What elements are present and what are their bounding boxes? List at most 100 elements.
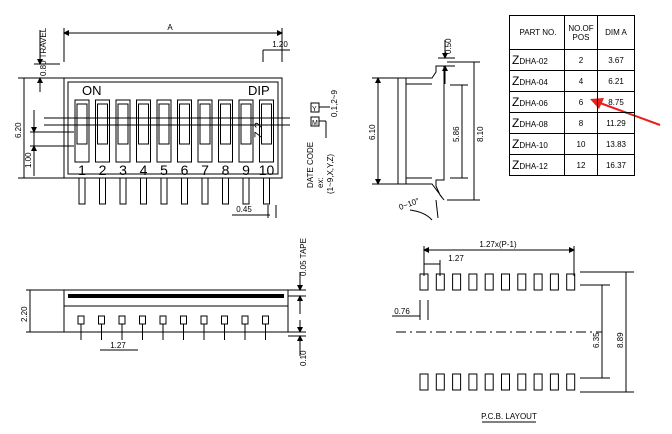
- pos-cell: 2: [564, 49, 598, 71]
- pin: [119, 177, 127, 205]
- angle-label: 0~10°: [398, 196, 421, 212]
- part-no-cell: ZDHA-02: [509, 49, 565, 71]
- pin: [201, 177, 209, 205]
- switch-slot: [259, 99, 274, 163]
- switch-slot: [136, 99, 151, 163]
- pcb-pad-top: [419, 273, 429, 291]
- pin-head: [118, 315, 126, 325]
- switch-actuator: [76, 103, 88, 145]
- dim-0-50-label: 0.50: [444, 38, 453, 54]
- switch-number: 3: [119, 162, 127, 178]
- pcb-pad-top: [549, 273, 559, 291]
- pcb-pad-top: [501, 273, 510, 291]
- switch-number: 10: [259, 162, 275, 178]
- dim-5-86-label: 5.86: [452, 126, 461, 142]
- front-labels: A 1.20 0.80 TRAVEL 6.20 1.00 ON DIP Z 2 …: [14, 23, 288, 214]
- pcb-pad-bottom: [484, 373, 494, 391]
- part-no-cell: ZDHA-10: [509, 133, 565, 155]
- bottom-pins: [77, 315, 269, 340]
- pcb-pad-top: [484, 273, 494, 291]
- pin: [160, 177, 168, 205]
- part-no-text: DHA-06: [519, 99, 548, 108]
- pin: [242, 177, 250, 205]
- bottom-labels: 2.20 1.27 0.05 TAPE 0.10: [20, 238, 308, 366]
- part-no-cell: ZDHA-04: [509, 70, 565, 92]
- pcb-pad-bottom: [533, 373, 543, 391]
- part-no-text: DHA-02: [519, 57, 548, 66]
- dim-1-27-bottom-label: 1.27: [110, 341, 126, 350]
- bottom-view: [26, 272, 306, 356]
- switch-number: 2: [99, 162, 107, 178]
- dim-a-cell: 8.75: [597, 91, 635, 113]
- date-code-labels: Y M 0,1,2~9 DATE CODE ex: (1~9,X,Y,Z): [306, 90, 339, 194]
- switch-slot: [218, 99, 233, 163]
- pcb-pad-bottom: [566, 373, 576, 391]
- table-header-row: PART NO. NO.OF POS DIM A: [509, 15, 635, 50]
- dim-a-cell: 16.37: [597, 154, 635, 176]
- side-letters: Z 2: [253, 122, 265, 138]
- pcb-pad-top: [435, 273, 445, 291]
- dim-1-00-label: 1.00: [24, 152, 33, 168]
- switch-number: 8: [222, 162, 230, 178]
- pcb-layout: [392, 246, 634, 423]
- date-range-text: (1~9,X,Y,Z): [326, 154, 335, 194]
- dip-label: DIP: [248, 83, 270, 98]
- side-view: [372, 40, 480, 221]
- pin-head: [77, 315, 85, 325]
- switch-actuator: [117, 103, 129, 145]
- pcb-pad-bottom: [435, 373, 445, 391]
- switch-slot: [197, 99, 213, 163]
- z-mark: Z: [512, 116, 520, 130]
- switch-actuator: [240, 103, 252, 145]
- pin: [140, 177, 147, 205]
- pcb-pad-bottom: [468, 373, 478, 391]
- dim-tape-label: 0.05 TAPE: [299, 238, 308, 276]
- pcb-pad-top: [452, 273, 462, 291]
- dim-6-20-label: 6.20: [14, 122, 23, 138]
- switch-slot: [177, 99, 192, 163]
- dim-a-cell: 11.29: [597, 112, 635, 134]
- pin: [78, 177, 86, 205]
- dim-2-20-label: 2.20: [20, 306, 29, 322]
- dim-a-label: A: [167, 23, 173, 32]
- part-no-text: DHA-12: [519, 162, 548, 171]
- front-pins: [78, 177, 270, 205]
- dim-0-10-label: 0.10: [299, 350, 308, 366]
- pin-head: [241, 315, 249, 325]
- dim-pitch-label: 1.27: [448, 254, 464, 263]
- date-ex-text: ex:: [316, 177, 325, 188]
- pos-cell: 4: [564, 70, 598, 92]
- pcb-pad-top: [533, 273, 543, 291]
- pos-cell: 12: [564, 154, 598, 176]
- switch-number: 4: [140, 162, 148, 178]
- pin: [181, 177, 188, 205]
- header-dim-a: DIM A: [597, 15, 635, 50]
- switch-slot: [156, 99, 172, 163]
- header-part-no: PART NO.: [509, 15, 565, 50]
- pcb-pad-bottom: [549, 373, 559, 391]
- pcb-pad-top: [517, 273, 527, 291]
- dim-pitch-total-label: 1.27x(P-1): [479, 240, 517, 249]
- front-view: [18, 28, 290, 179]
- switch-number: 9: [242, 162, 250, 178]
- dim-8-10-label: 8.10: [476, 126, 485, 142]
- pos-cell: 10: [564, 133, 598, 155]
- front-0-45-dim: [232, 205, 277, 218]
- dim-6-35-label: 6.35: [592, 332, 601, 348]
- switch-number: 7: [201, 162, 209, 178]
- pcb-pad-bottom: [452, 373, 462, 391]
- pin-head: [221, 315, 228, 325]
- switch-actuator: [158, 103, 170, 145]
- switch-number: 1: [78, 162, 86, 178]
- dim-a-cell: 13.83: [597, 133, 635, 155]
- pos-cell: 8: [564, 112, 598, 134]
- dim-pad-label: 0.76: [394, 307, 410, 316]
- pcb-pad-bottom: [501, 373, 510, 391]
- dim-8-89-label: 8.89: [616, 332, 625, 348]
- side-labels: 0.50 6.10 5.86 8.10 0~10°: [368, 38, 485, 212]
- dim-a-cell: 3.67: [597, 49, 635, 71]
